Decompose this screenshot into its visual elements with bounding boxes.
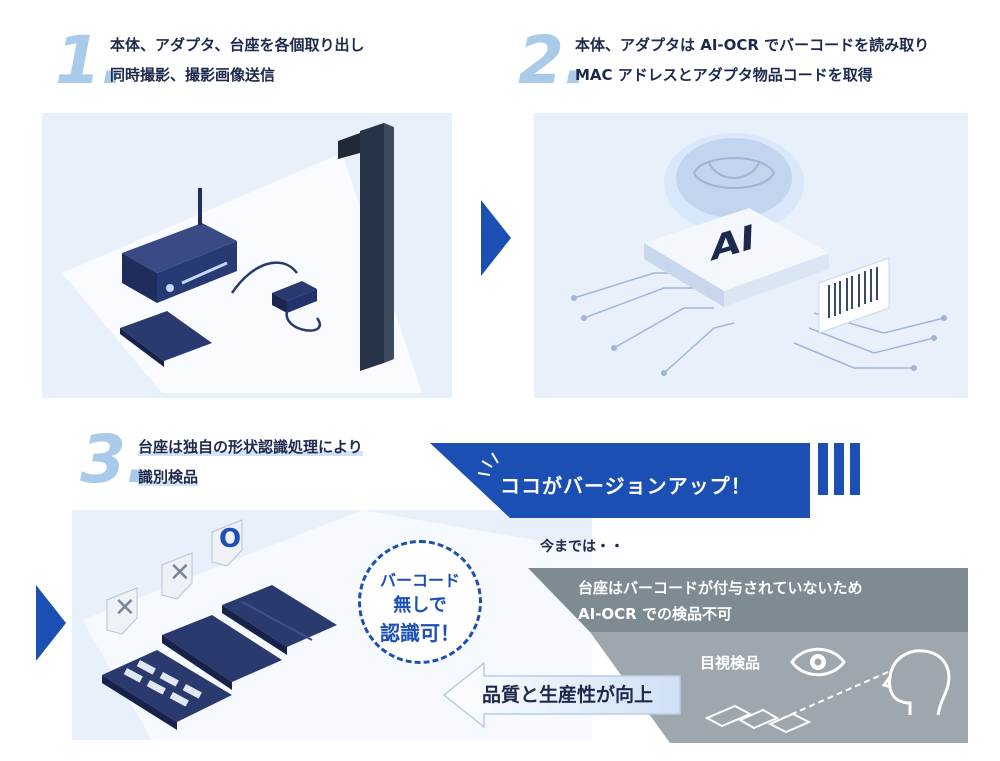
step-2-line-2: MAC アドレスとアダプタ物品コードを取得 bbox=[575, 66, 873, 84]
previous-line-1: 台座はバーコードが付与されていないため bbox=[578, 579, 863, 597]
badge-line-1: バーコード bbox=[379, 571, 460, 590]
improvement-arrow-shape bbox=[442, 661, 681, 729]
banner-stripe-1 bbox=[818, 443, 828, 495]
badge-line-3: 認識可！ bbox=[380, 621, 460, 645]
ng-mark-2: ✕ bbox=[169, 558, 191, 588]
step-3-line-1: 台座は独自の形状認識処理により bbox=[138, 432, 363, 462]
step-3-line-2-text: 識別検品 bbox=[138, 468, 199, 486]
previous-method-heading: 今までは・・ bbox=[540, 539, 624, 555]
step-2-panel: AI bbox=[534, 113, 968, 398]
previous-line-2: AI-OCR での検品不可 bbox=[578, 605, 732, 623]
banner-stripe-3 bbox=[850, 443, 860, 495]
previous-method-background bbox=[528, 568, 968, 743]
flow-arrow-1 bbox=[481, 200, 511, 276]
items-outline-icon bbox=[705, 704, 812, 734]
step-1-line-2: 同時撮影、撮影画像送信 bbox=[110, 66, 276, 84]
eye-icon bbox=[790, 647, 846, 677]
version-up-banner: ココがバージョンアップ！ bbox=[500, 474, 752, 498]
step-1-panel bbox=[42, 113, 452, 398]
visual-check-label: 目視検品 bbox=[700, 654, 761, 672]
step-2-line-1: 本体、アダプタは AI-OCR でバーコードを読み取り bbox=[575, 36, 930, 54]
step-2-number: 2. bbox=[518, 22, 589, 99]
inspector-head-icon bbox=[881, 649, 951, 716]
banner-stripe-2 bbox=[834, 443, 844, 495]
step-1-number: 1. bbox=[55, 22, 126, 99]
ai-ocr-illustration bbox=[571, 133, 947, 376]
improvement-label: 品質と生産性が向上 bbox=[482, 684, 654, 706]
flow-arrow-2 bbox=[36, 585, 66, 661]
capture-illustration bbox=[62, 123, 422, 393]
ok-mark: O bbox=[219, 524, 242, 554]
step-3-line-2: 識別検品 bbox=[138, 462, 199, 492]
step-3-line-1-text: 台座は独自の形状認識処理により bbox=[138, 438, 363, 456]
step-1-line-1: 本体、アダプタ、台座を各個取り出し bbox=[110, 36, 365, 54]
version-up-banner-shape bbox=[430, 443, 810, 518]
barcode-free-badge: バーコード 無しで 認識可！ bbox=[358, 540, 482, 664]
ng-mark-1: ✕ bbox=[114, 593, 136, 623]
badge-line-2: 無しで bbox=[393, 595, 447, 616]
